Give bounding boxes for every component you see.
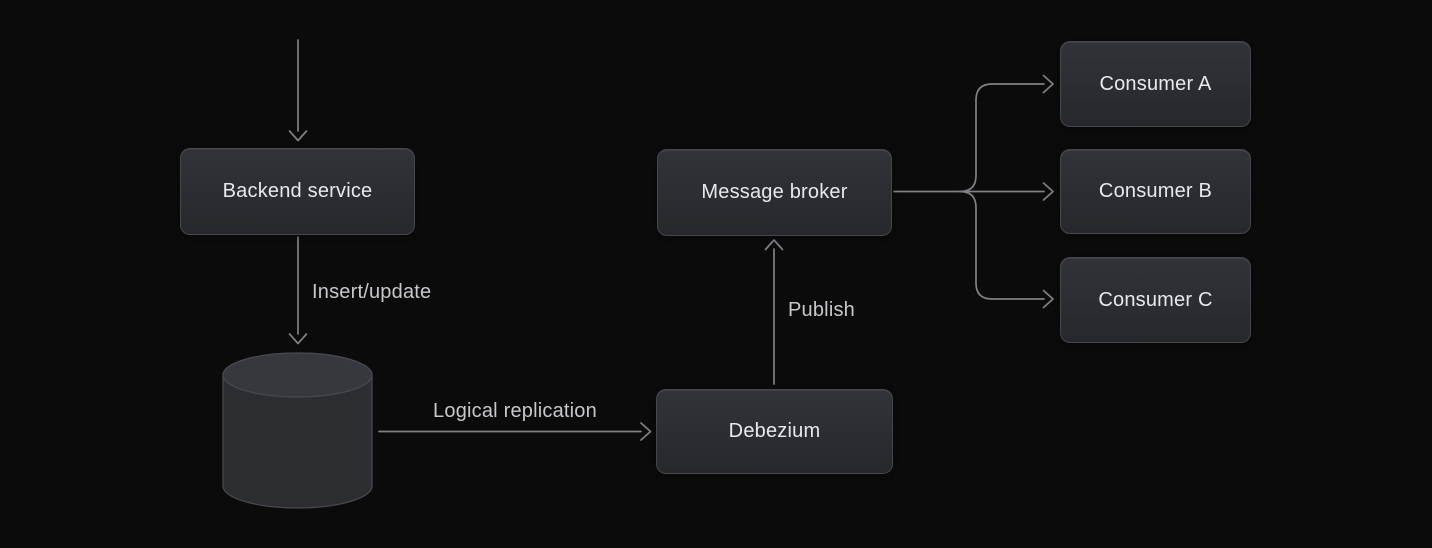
node-message-broker: Message broker <box>657 149 892 236</box>
node-consumer-b: Consumer B <box>1060 149 1251 234</box>
node-debezium-label: Debezium <box>728 420 821 442</box>
arrow-debezium-to-broker <box>764 239 784 385</box>
node-consumer-c-label: Consumer C <box>1098 288 1213 311</box>
node-backend-service: Backend service <box>180 148 415 235</box>
arrow-broker-to-consumers <box>893 74 1054 309</box>
node-consumer-a: Consumer A <box>1060 41 1251 127</box>
node-message-broker-label: Message broker <box>701 181 848 203</box>
database-icon <box>222 352 373 509</box>
node-consumer-a-label: Consumer A <box>1099 72 1212 95</box>
edge-label-logical-replication: Logical replication <box>433 400 597 422</box>
node-backend-service-label: Backend service <box>222 180 373 202</box>
arrow-database-to-debezium <box>378 422 652 441</box>
node-consumer-c: Consumer C <box>1060 257 1251 343</box>
node-debezium: Debezium <box>656 389 893 474</box>
node-consumer-b-label: Consumer B <box>1098 180 1213 202</box>
arrow-into-backend-service <box>288 39 308 142</box>
edge-label-publish: Publish <box>788 299 855 321</box>
edge-label-insert-update: Insert/update <box>312 281 432 303</box>
arrow-backend-to-database <box>288 236 308 345</box>
